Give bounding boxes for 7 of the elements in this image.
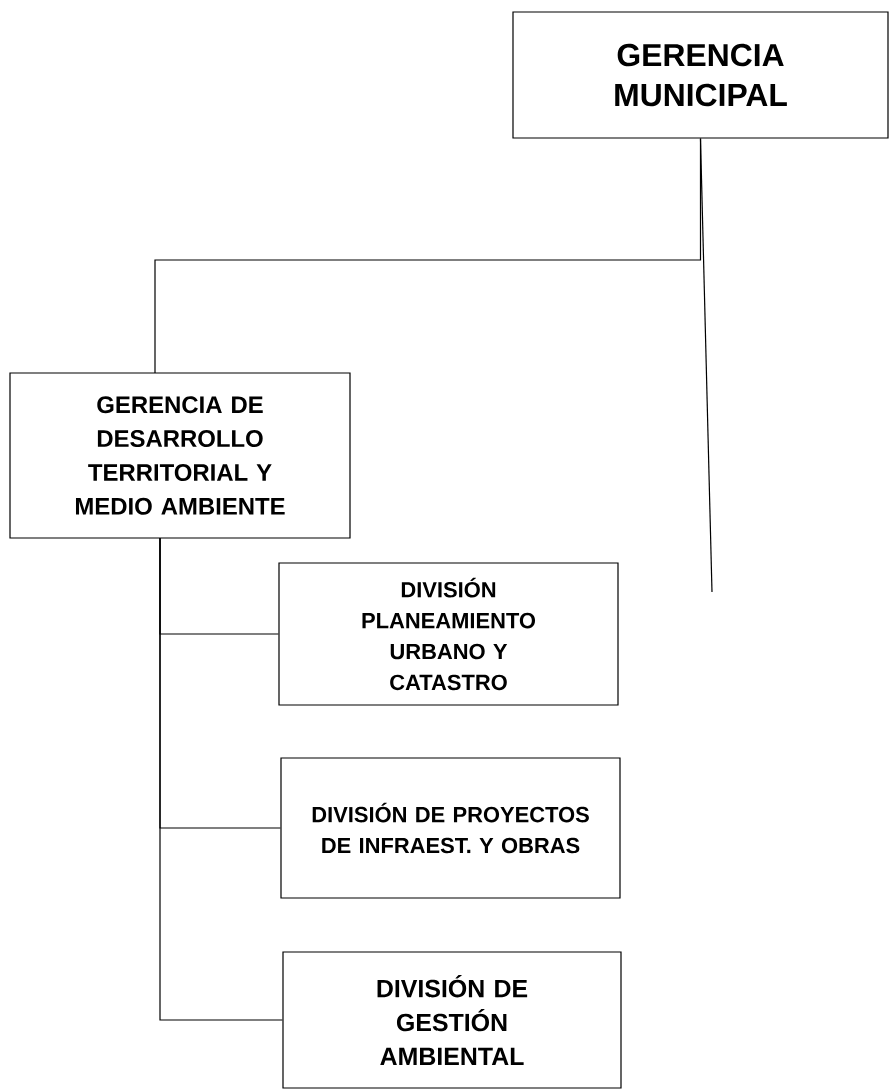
- connector-line: [159, 537, 283, 1021]
- org-box: GERENCIA MUNICIPAL: [512, 11, 889, 139]
- org-box: DIVISIÓN DE GESTIÓN AMBIENTAL: [282, 951, 622, 1089]
- org-box: DIVISIÓN PLANEAMIENTO URBANO Y CATASTRO: [278, 562, 619, 706]
- org-box: GERENCIA DE DESARROLLO TERRITORIAL Y MEDIO AMBIENTE: [9, 372, 351, 539]
- org-box: DIVISIÓN DE PROYECTOS DE INFRAEST. Y OBRAS: [280, 757, 621, 899]
- connector-line: [154, 138, 702, 374]
